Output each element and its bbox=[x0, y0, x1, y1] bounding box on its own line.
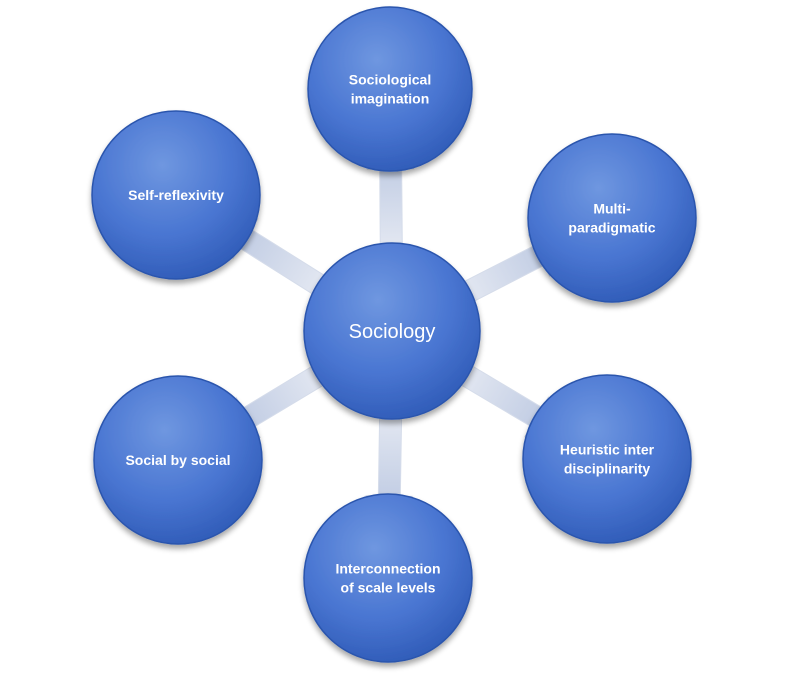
node-circle bbox=[522, 374, 692, 544]
node-label-line: imagination bbox=[351, 91, 430, 107]
node-label-line: Heuristic inter bbox=[560, 442, 655, 458]
center-node-sociology: Sociology bbox=[303, 242, 481, 420]
center-label: Sociology bbox=[349, 321, 436, 343]
node-label-line: paradigmatic bbox=[568, 220, 655, 236]
node-label-line: disciplinarity bbox=[564, 461, 651, 477]
node-label-line: Sociological bbox=[349, 72, 431, 88]
node-social-by-social: Social by social bbox=[93, 375, 263, 545]
node-heuristic-interdisciplinarity: Heuristic inter disciplinarity bbox=[522, 374, 692, 544]
node-sociological-imagination: Sociological imagination bbox=[307, 6, 473, 172]
node-interconnection-of-scale-levels: Interconnection of scale levels bbox=[303, 493, 473, 663]
node-circle bbox=[303, 493, 473, 663]
node-label-line: Multi- bbox=[593, 201, 631, 217]
node-label-line: of scale levels bbox=[341, 580, 436, 596]
node-self-reflexivity: Self-reflexivity bbox=[91, 110, 261, 280]
node-label-line: Self-reflexivity bbox=[128, 187, 224, 203]
node-circle bbox=[91, 110, 261, 280]
node-label-line: Interconnection bbox=[335, 561, 440, 577]
center-circle bbox=[303, 242, 481, 420]
node-multi-paradigmatic: Multi-paradigmatic bbox=[527, 133, 697, 303]
node-label-line: Social by social bbox=[125, 452, 230, 468]
node-circle bbox=[527, 133, 697, 303]
nodes-layer: Sociological imaginationMulti-paradigmati… bbox=[91, 6, 697, 663]
node-circle bbox=[307, 6, 473, 172]
center-layer: Sociology bbox=[303, 242, 481, 420]
node-circle bbox=[93, 375, 263, 545]
